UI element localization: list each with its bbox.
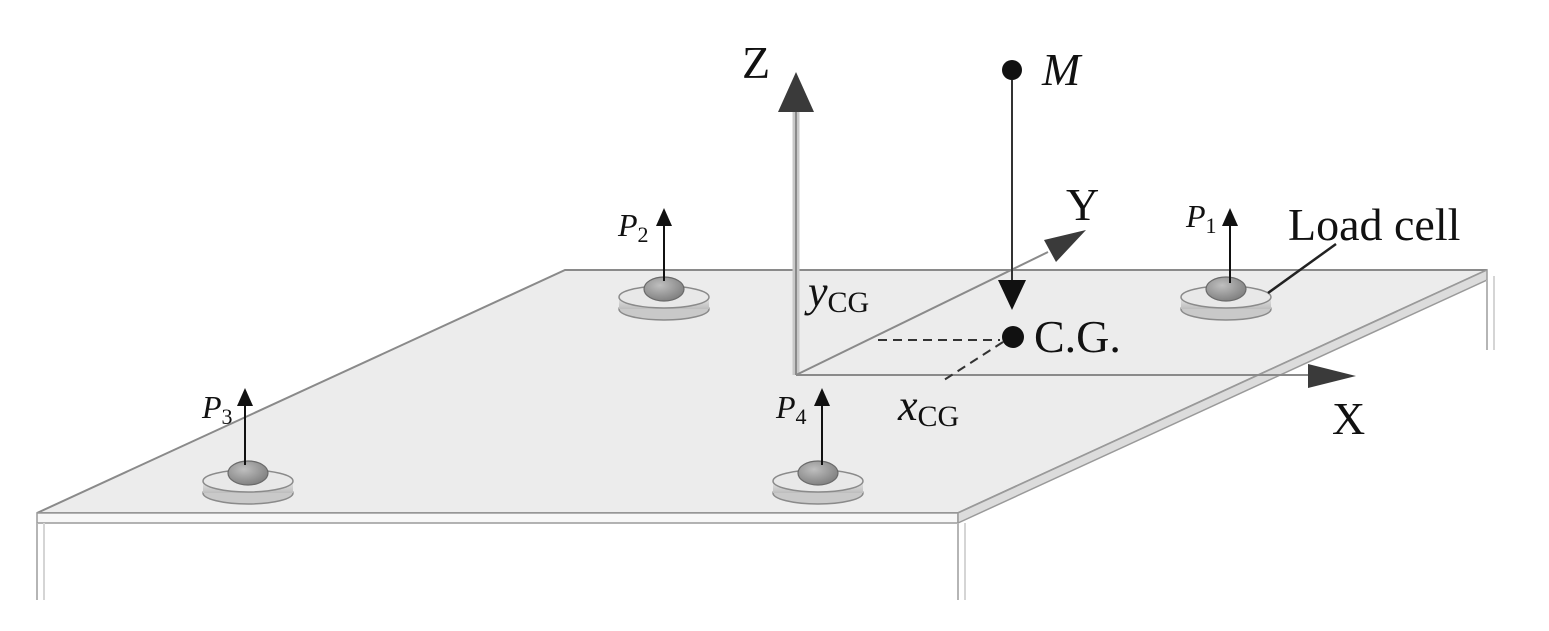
cg-point bbox=[1002, 326, 1024, 348]
y-axis-line bbox=[795, 251, 1049, 376]
cg-label: C.G. bbox=[1034, 311, 1121, 362]
mass-system: M C.G. yCG xCG bbox=[804, 44, 1121, 433]
xcg-label: xCG bbox=[897, 381, 959, 433]
force-p3: P3 bbox=[201, 388, 253, 465]
z-axis-label: Z bbox=[742, 37, 770, 88]
load-cell-3 bbox=[202, 460, 294, 505]
ycg-label: yCG bbox=[804, 267, 869, 319]
xcg-dashed-line bbox=[943, 341, 1004, 381]
force-label-p4: P4 bbox=[775, 389, 807, 429]
gravity-arrowhead bbox=[998, 280, 1026, 310]
cell-dome bbox=[227, 460, 269, 486]
force-label-p3: P3 bbox=[201, 389, 233, 429]
load-cell-4 bbox=[772, 460, 864, 505]
load-cell-label: Load cell bbox=[1288, 199, 1460, 250]
x-axis-arrowhead bbox=[1308, 364, 1356, 388]
z-axis-arrowhead bbox=[778, 72, 814, 112]
force-label-p1: P1 bbox=[1185, 198, 1217, 238]
force-p1: P1 bbox=[1185, 198, 1238, 283]
y-axis-label: Y bbox=[1066, 179, 1099, 230]
mass-label: M bbox=[1041, 44, 1083, 95]
force-p4: P4 bbox=[775, 388, 830, 465]
load-cell-1 bbox=[1180, 276, 1272, 321]
callout-leader-line bbox=[1267, 242, 1337, 295]
load-cell-callout: Load cell bbox=[1267, 199, 1460, 295]
platform bbox=[36, 268, 1495, 600]
x-axis-label: X bbox=[1332, 393, 1365, 444]
y-axis-arrowhead bbox=[1044, 230, 1086, 262]
plate-front-edge bbox=[36, 512, 959, 524]
cell-dome bbox=[1205, 276, 1247, 302]
load-cell-2 bbox=[618, 276, 710, 321]
coordinate-axes: Z X Y bbox=[742, 37, 1365, 444]
force-label-p2: P2 bbox=[617, 207, 649, 247]
force-p2: P2 bbox=[617, 207, 672, 281]
cell-dome bbox=[797, 460, 839, 486]
mass-point bbox=[1002, 60, 1022, 80]
